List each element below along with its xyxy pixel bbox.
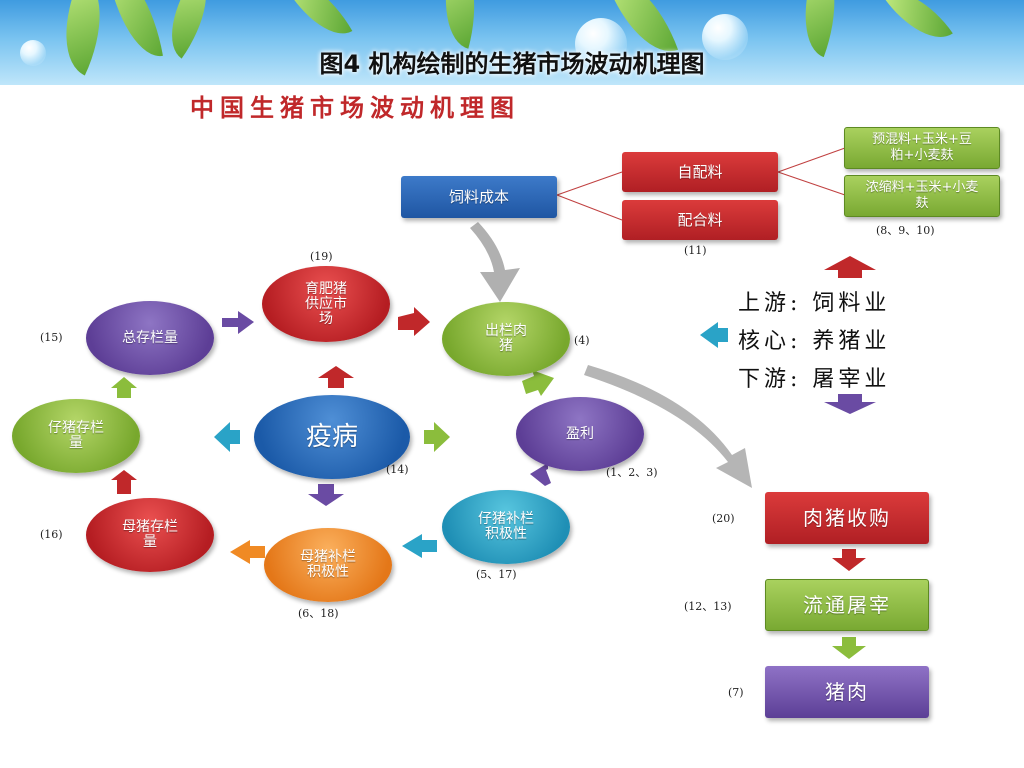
legend-arrow-up bbox=[824, 256, 876, 278]
water-drop bbox=[575, 18, 627, 70]
total-inventory-node: 总存栏量 bbox=[86, 301, 214, 375]
ref-label: (11) bbox=[684, 244, 707, 257]
water-drop bbox=[20, 40, 46, 66]
pork-box: 猪肉 bbox=[765, 666, 929, 718]
ref-label: (7) bbox=[728, 686, 744, 699]
arrow-disease-up bbox=[318, 366, 354, 388]
arrow-hogs-to-profit bbox=[522, 370, 554, 396]
ref-label: (14) bbox=[386, 463, 409, 476]
ref-label: (20) bbox=[712, 512, 735, 525]
legend-core: 核心: 养猪业 bbox=[738, 329, 891, 354]
sow-inventory-node: 母猪存栏量 bbox=[86, 498, 214, 572]
legend-arrow-down bbox=[824, 394, 876, 414]
premix-box: 预混料+玉米+豆粕+小麦麸 bbox=[844, 127, 1000, 169]
profit-node: 盈利 bbox=[516, 397, 644, 471]
ref-label: (19) bbox=[310, 250, 333, 263]
ref-label: (15) bbox=[40, 331, 63, 344]
disease-node: 疫病 bbox=[254, 395, 410, 479]
arrow-disease-down bbox=[308, 484, 344, 506]
ref-label: (4) bbox=[574, 334, 590, 347]
ref-label: (16) bbox=[40, 528, 63, 541]
arrow-supply-to-hogs bbox=[398, 307, 430, 336]
arrow-total-to-supply bbox=[222, 311, 254, 334]
diagram-title: 中国生猪市场波动机理图 bbox=[190, 94, 520, 122]
ref-label: (1、2、3) bbox=[606, 466, 658, 479]
figure-caption: 图4 机构绘制的生猪市场波动机理图 bbox=[319, 50, 705, 78]
ref-label: (6、18) bbox=[298, 607, 339, 620]
hog-purchase-box: 肉猪收购 bbox=[765, 492, 929, 544]
water-drop bbox=[702, 14, 748, 60]
arrow-sowinv-to-pigletinv bbox=[111, 470, 137, 494]
arrow-sow-to-sowinv bbox=[230, 540, 265, 564]
slaughter-hogs-node: 出栏肉猪 bbox=[442, 302, 570, 376]
fattening-supply-node: 育肥猪供应市场 bbox=[262, 266, 390, 342]
header-banner bbox=[0, 0, 1024, 85]
ref-label: (8、9、10) bbox=[876, 224, 935, 237]
piglet-restock-node: 仔猪补栏积极性 bbox=[442, 490, 570, 564]
arrow-circulation-to-pork bbox=[832, 637, 866, 659]
arrow-piglet-to-sow bbox=[402, 534, 437, 558]
circulation-box: 流通屠宰 bbox=[765, 579, 929, 631]
feed-to-hogs-arrow bbox=[470, 222, 520, 302]
self-mix-box: 自配料 bbox=[622, 152, 778, 192]
arrow-disease-right bbox=[424, 422, 450, 452]
ref-label: (5、17) bbox=[476, 568, 517, 581]
concentrate-box: 浓缩料+玉米+小麦麸 bbox=[844, 175, 1000, 217]
arrow-purchase-to-circulation bbox=[832, 549, 866, 571]
hogs-to-purchase-arrow bbox=[584, 365, 752, 488]
piglet-inventory-node: 仔猪存栏量 bbox=[12, 399, 140, 473]
legend-arrow-left bbox=[700, 322, 728, 348]
feed-connector-lines bbox=[556, 147, 846, 221]
sow-restock-node: 母猪补栏积极性 bbox=[264, 528, 392, 602]
legend-downstream: 下游: 屠宰业 bbox=[738, 367, 891, 392]
arrow-disease-left bbox=[214, 422, 240, 452]
compound-feed-box: 配合料 bbox=[622, 200, 778, 240]
ref-label: (12、13) bbox=[684, 600, 732, 613]
arrow-profit-to-piglet bbox=[530, 463, 551, 486]
feed-cost-box: 饲料成本 bbox=[401, 176, 557, 218]
arrow-pigletinv-to-total bbox=[111, 377, 137, 398]
legend-upstream: 上游: 饲料业 bbox=[738, 291, 891, 316]
